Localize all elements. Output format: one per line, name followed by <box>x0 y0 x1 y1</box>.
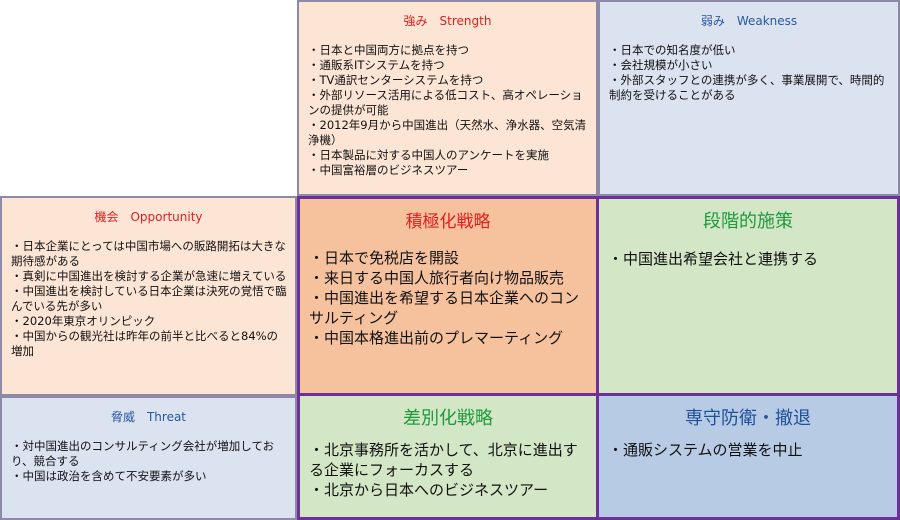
strength-list: ・日本と中国両方に拠点を持つ・通販系ITシステムを持つ・TV通訳センターシステム… <box>299 43 596 178</box>
list-item: ・中国進出を検討している日本企業は決死の覚悟で臨んでいる先が多い <box>11 284 287 313</box>
so-strategy-box: 積極化戦略 ・日本で免税店を開設・来日する中国人旅行者向け物品販売・中国進出を希… <box>297 196 599 396</box>
list-item: ・来日する中国人旅行者向け物品販売 <box>309 269 565 287</box>
strength-box: 強み Strength ・日本と中国両方に拠点を持つ・通販系ITシステムを持つ・… <box>297 0 598 196</box>
opportunity-list: ・日本企業にとっては中国市場への販路開拓は大きな期待感がある・真剣に中国進出を検… <box>2 239 295 359</box>
wo-strategy-box: 段階的施策 ・中国進出希望会社と連携する <box>596 196 900 396</box>
list-item: ・中国からの観光社は昨年の前半と比べると84%の増加 <box>11 329 279 358</box>
list-item: ・対中国進出のコンサルティング会社が増加しており、競合する <box>11 439 275 468</box>
list-item: ・中国進出を希望する日本企業へのコンサルティング <box>309 289 580 327</box>
list-item: ・北京事務所を活かして、北京に進出する企業にフォーカスする <box>309 441 578 479</box>
threat-title: 脅威 Threat <box>110 410 187 424</box>
weakness-list: ・日本での知名度が低い・会社規模が小さい・外部スタッフとの連携が多く、事業展開で… <box>600 43 898 103</box>
opportunity-title: 機会 Opportunity <box>94 210 203 224</box>
list-item: ・日本と中国両方に拠点を持つ <box>308 43 469 57</box>
list-item: ・通販系ITシステムを持つ <box>308 58 445 72</box>
st-strategy-title: 差別化戦略 <box>300 404 596 430</box>
threat-list: ・対中国進出のコンサルティング会社が増加しており、競合する・中国は政治を含めて不… <box>2 439 295 484</box>
list-item: ・中国進出希望会社と連携する <box>608 250 819 268</box>
list-item: ・外部スタッフとの連携が多く、事業展開で、時間的制約を受けることがある <box>609 73 885 102</box>
strength-title: 強み Strength <box>403 14 492 28</box>
list-item: ・北京から日本へのビジネスツアー <box>309 481 549 499</box>
st-strategy-list: ・北京事務所を活かして、北京に進出する企業にフォーカスする・北京から日本へのビジ… <box>300 440 596 500</box>
list-item: ・日本での知名度が低い <box>609 43 736 57</box>
wt-strategy-box: 専守防衛・撤退 ・通販システムの営業を中止 <box>596 393 900 520</box>
weakness-title: 弱み Weakness <box>700 14 798 28</box>
list-item: ・通販システムの営業を中止 <box>608 441 803 459</box>
list-item: ・会社規模が小さい <box>609 58 713 72</box>
wo-strategy-title: 段階的施策 <box>599 207 897 233</box>
list-item: ・2020年東京オリンピック <box>11 314 156 328</box>
list-item: ・日本企業にとっては中国市場への販路開拓は大きな期待感がある <box>11 239 286 268</box>
so-strategy-title: 積極化戦略 <box>405 212 491 232</box>
wo-strategy-list: ・中国進出希望会社と連携する <box>599 249 897 269</box>
list-item: ・日本製品に対する中国人のアンケートを実施 <box>308 148 550 162</box>
list-item: ・中国本格進出前のプレマーティング <box>309 329 564 347</box>
opportunity-box: 機会 Opportunity ・日本企業にとっては中国市場への販路開拓は大きな期… <box>0 196 297 396</box>
list-item: ・日本で免税店を開設 <box>309 249 460 267</box>
wt-strategy-list: ・通販システムの営業を中止 <box>599 440 897 460</box>
list-item: ・中国は政治を含めて不安要素が多い <box>11 469 207 483</box>
st-strategy-box: 差別化戦略 ・北京事務所を活かして、北京に進出する企業にフォーカスする・北京から… <box>297 393 599 520</box>
weakness-box: 弱み Weakness ・日本での知名度が低い・会社規模が小さい・外部スタッフと… <box>598 0 900 196</box>
list-item: ・TV通訳センターシステムを持つ <box>308 73 484 87</box>
so-strategy-list: ・日本で免税店を開設・来日する中国人旅行者向け物品販売・中国進出を希望する日本企… <box>300 248 596 348</box>
wt-strategy-title: 専守防衛・撤退 <box>685 408 811 429</box>
threat-box: 脅威 Threat ・対中国進出のコンサルティング会社が増加しており、競合する・… <box>0 396 297 520</box>
list-item: ・中国富裕層のビジネスツアー <box>308 163 469 177</box>
list-item: ・外部リソース活用による低コスト、高オペレーションの提供が可能 <box>308 88 583 117</box>
list-item: ・2012年9月から中国進出（天然水、浄水器、空気清浄機） <box>308 118 587 147</box>
list-item: ・真剣に中国進出を検討する企業が急速に増えている <box>11 269 287 283</box>
